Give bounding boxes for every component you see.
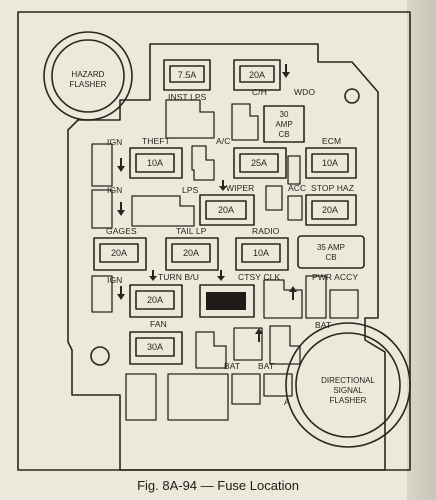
fuse-holders bbox=[93, 59, 357, 365]
fuse-ac: 25A bbox=[250, 158, 267, 168]
cb-30-amp bbox=[263, 105, 305, 143]
label-pwr-accy: PWR ACCY bbox=[312, 272, 359, 282]
label-ch: C/H bbox=[252, 87, 267, 97]
directional-flasher-outer bbox=[285, 322, 411, 448]
cb-30-label: 30 AMP CB bbox=[264, 110, 304, 140]
fuse-ctsy-clk-body bbox=[206, 292, 246, 310]
fuse-wiper: 20A bbox=[217, 205, 234, 215]
cb35-line2: CB bbox=[325, 253, 337, 262]
cb-35-amp bbox=[297, 235, 365, 269]
label-ecm: ECM bbox=[322, 136, 342, 146]
label-acc: ACC bbox=[288, 183, 307, 193]
directional-line2: SIGNAL bbox=[333, 386, 363, 395]
hazard-flasher-label: HAZARD FLASHER bbox=[56, 70, 120, 90]
directional-flasher-label: DIRECTIONAL SIGNAL FLASHER bbox=[300, 376, 396, 406]
label-ign-1: IGN bbox=[107, 137, 123, 147]
fuse-inst-lps: 7.5A bbox=[177, 70, 197, 80]
cb30-line3: CB bbox=[278, 130, 290, 139]
label-ign-2: IGN bbox=[107, 185, 123, 195]
directional-line3: FLASHER bbox=[329, 396, 367, 405]
hazard-label-line1: HAZARD bbox=[71, 70, 105, 79]
hazard-flasher-outer bbox=[43, 31, 133, 121]
label-wiper: WIPER bbox=[226, 183, 255, 193]
directional-flasher-inner bbox=[295, 332, 401, 438]
label-radio: RADIO bbox=[252, 226, 280, 236]
page-edge-shadow bbox=[407, 0, 436, 500]
label-bat-1: BAT bbox=[315, 320, 332, 330]
label-tail-lp: TAIL LP bbox=[176, 226, 207, 236]
label-inst-lps: INST LPS bbox=[168, 92, 207, 102]
fuse-radio: 10A bbox=[252, 248, 269, 258]
mount-hole-left bbox=[90, 346, 110, 366]
label-ac: A/C bbox=[216, 136, 231, 146]
cb-35-label: 35 AMP CB bbox=[298, 243, 364, 263]
hazard-flasher-inner bbox=[51, 39, 125, 113]
cb30-line2: AMP bbox=[275, 120, 293, 129]
label-ign-3: IGN bbox=[107, 275, 123, 285]
fuse-block-outline bbox=[67, 43, 386, 471]
label-lps: LPS bbox=[182, 185, 199, 195]
label-stop-haz: STOP HAZ bbox=[311, 183, 354, 193]
cb30-line1: 30 bbox=[279, 110, 289, 119]
terminal-blocks bbox=[91, 99, 359, 421]
mount-hole-right bbox=[344, 88, 360, 104]
hazard-label-line2: FLASHER bbox=[69, 80, 107, 89]
label-turn-bu: TURN B/U bbox=[158, 272, 199, 282]
fuse-fan: 30A bbox=[146, 342, 163, 352]
fuse-tail-lp: 20A bbox=[182, 248, 199, 258]
fuse-ch: 20A bbox=[248, 70, 265, 80]
fuse-gages: 20A bbox=[110, 248, 127, 258]
label-wdo: WDO bbox=[294, 87, 316, 97]
directional-line1: DIRECTIONAL bbox=[321, 376, 375, 385]
fuse-turn-bu: 20A bbox=[146, 295, 163, 305]
label-gages: GAGES bbox=[106, 226, 137, 236]
fuse-theft: 10A bbox=[146, 158, 163, 168]
label-bat-2: BAT bbox=[224, 361, 241, 371]
label-theft: THEFT bbox=[142, 136, 170, 146]
label-fan: FAN bbox=[150, 319, 167, 329]
fuse-ecm: 10A bbox=[321, 158, 338, 168]
label-a: A bbox=[284, 397, 290, 407]
figure-caption: Fig. 8A-94 — Fuse Location bbox=[137, 478, 299, 493]
label-bat-3: BAT bbox=[258, 361, 275, 371]
fuse-stop-haz: 20A bbox=[321, 205, 338, 215]
arrows bbox=[117, 64, 297, 342]
label-ctsy-clk: CTSY CLK bbox=[238, 272, 281, 282]
cb35-line1: 35 AMP bbox=[316, 243, 345, 252]
